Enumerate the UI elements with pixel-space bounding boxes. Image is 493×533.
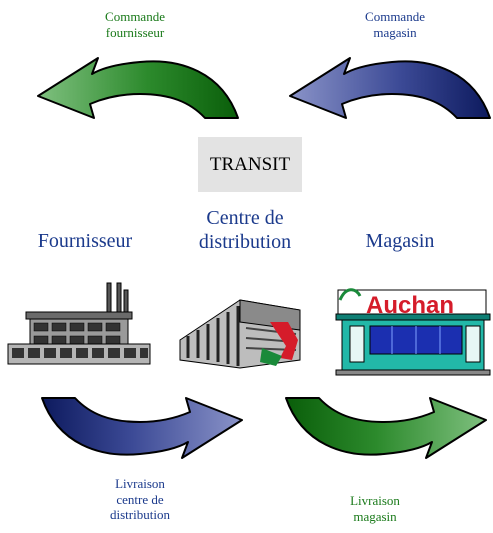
label-commande-fournisseur: Commande fournisseur xyxy=(105,9,165,40)
arrow-commande-magasin xyxy=(289,57,491,119)
label-magasin: Magasin xyxy=(365,230,435,252)
label-centre-distribution: Centre de distribution xyxy=(198,207,292,253)
label-fournisseur: Fournisseur xyxy=(37,230,133,252)
arrow-livraison-magasin xyxy=(285,397,487,459)
label-livraison-centre: Livraison centre de distribution xyxy=(110,476,170,523)
distribution-center-icon xyxy=(179,299,301,369)
label-commande-magasin: Commande magasin xyxy=(365,9,425,40)
label-livraison-magasin: Livraison magasin xyxy=(350,493,400,524)
factory-icon xyxy=(7,282,151,365)
auchan-store-icon: Auchan xyxy=(335,288,491,376)
transit-box: TRANSIT xyxy=(198,137,302,192)
arrow-livraison-centre xyxy=(41,397,243,459)
arrow-commande-fournisseur xyxy=(37,57,239,119)
